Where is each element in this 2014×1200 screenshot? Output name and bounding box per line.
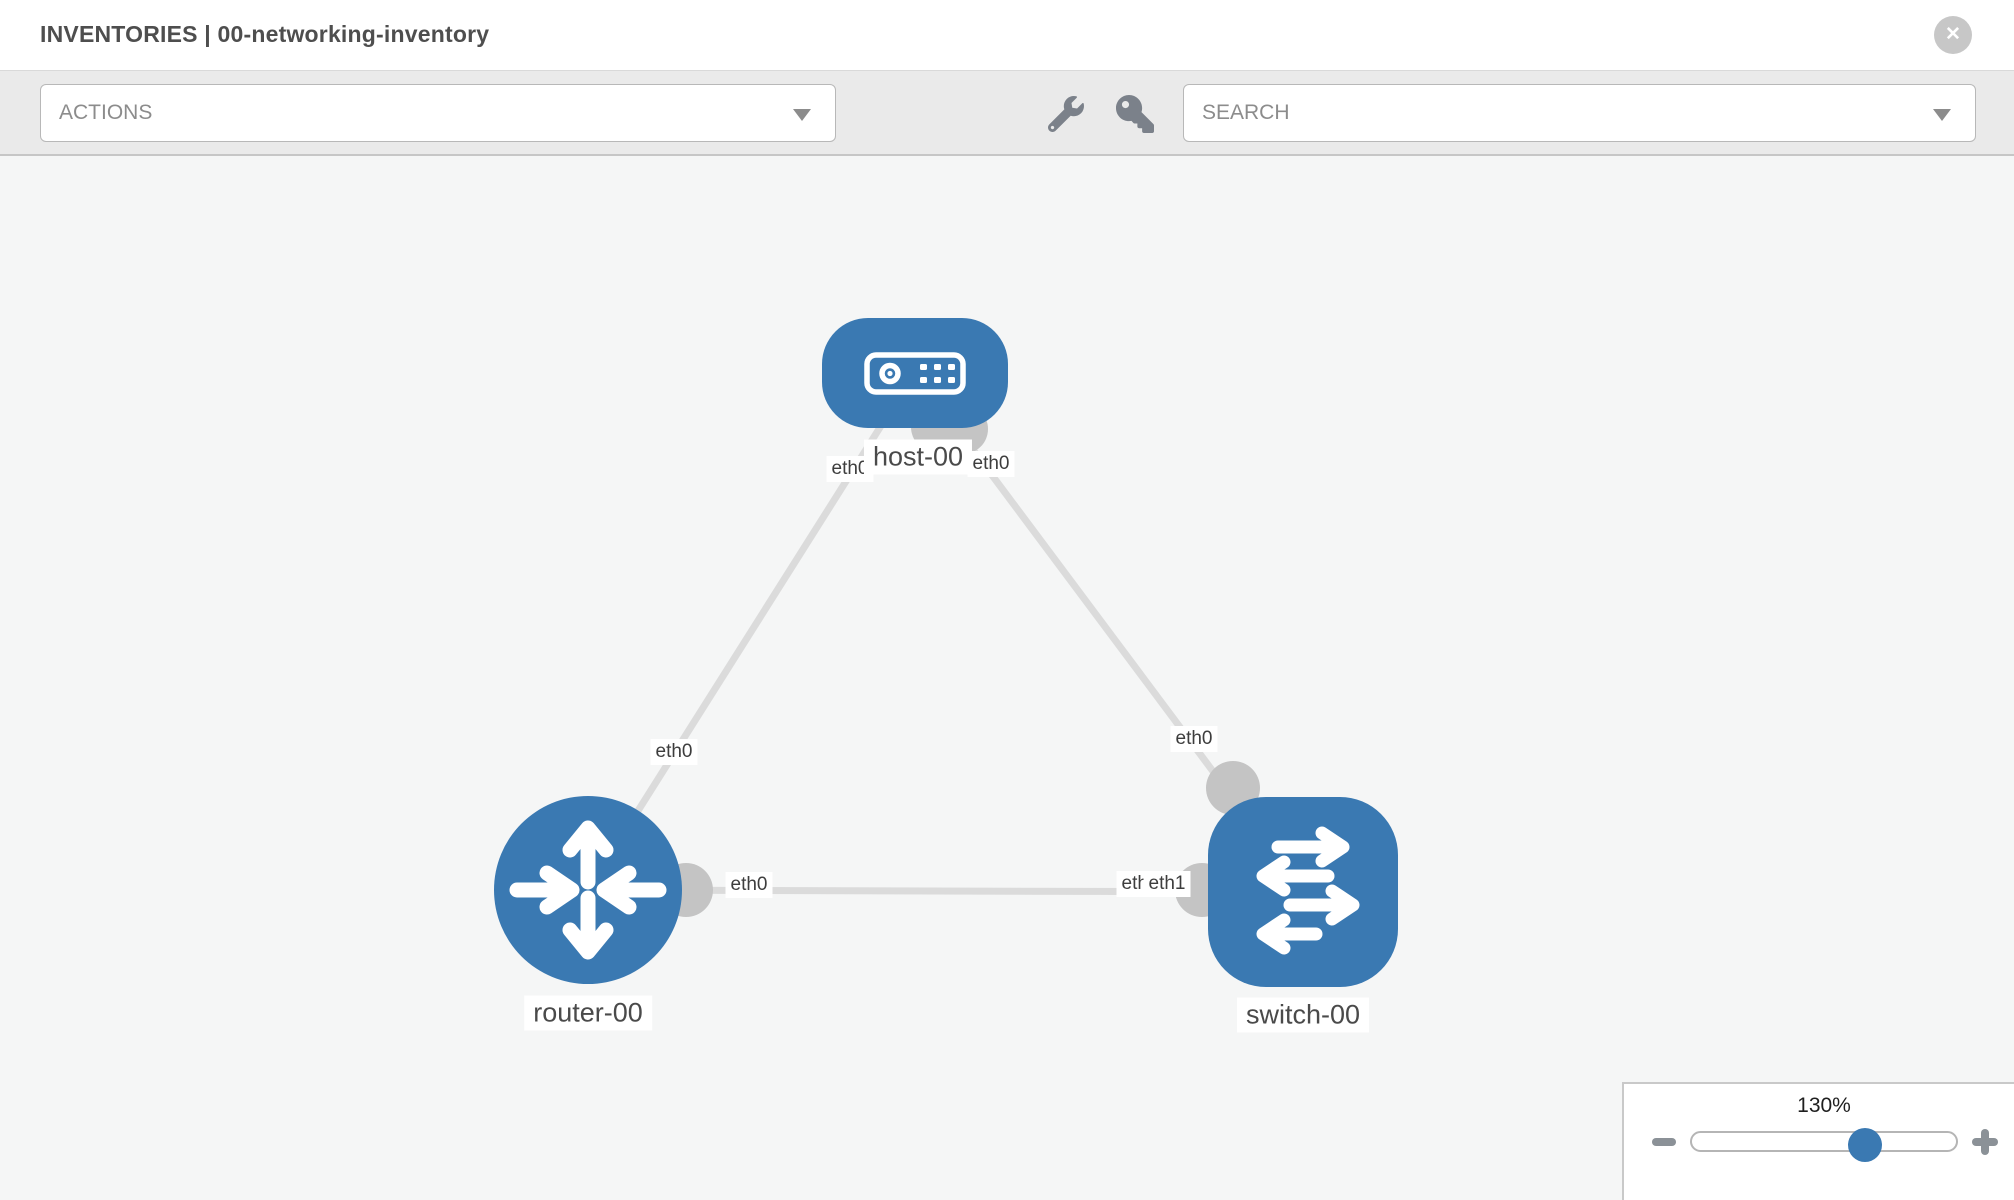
node-label-router-00: router-00 — [524, 995, 652, 1031]
zoom-percentage: 130% — [1797, 1094, 1851, 1117]
zoom-in-button[interactable] — [1972, 1129, 1998, 1155]
interface-label-router-eth0: eth0 — [725, 872, 773, 898]
interface-label-router-eth0-up: eth0 — [650, 739, 698, 765]
node-switch-00[interactable] — [1208, 797, 1398, 987]
node-host-00[interactable] — [822, 318, 1008, 428]
toolbar: ACTIONS SEARCH — [0, 70, 2014, 156]
wrench-icon[interactable] — [1048, 96, 1084, 132]
actions-dropdown-label: ACTIONS — [59, 101, 153, 124]
page-title: INVENTORIES | 00-networking-inventory — [40, 21, 490, 47]
chevron-down-icon — [1933, 109, 1951, 121]
router-arrows-icon — [509, 820, 667, 960]
zoom-slider-thumb[interactable] — [1848, 1128, 1882, 1162]
interface-endpoints — [659, 402, 1260, 917]
interface-label-switch-eth0: eth0 — [1170, 726, 1218, 752]
actions-dropdown[interactable]: ACTIONS — [40, 84, 836, 142]
topology-canvas[interactable]: eth0 eth0 eth0 eth0 eth0 eth0 eth1 host-… — [0, 156, 2014, 1200]
node-label-switch-00: switch-00 — [1236, 997, 1370, 1033]
header-bar: INVENTORIES | 00-networking-inventory ✕ — [0, 0, 2014, 70]
switch-arrows-icon — [1256, 826, 1360, 955]
interface-label-host-eth0-right: eth0 — [967, 451, 1015, 477]
node-router-00[interactable] — [494, 796, 682, 984]
close-icon[interactable]: ✕ — [1934, 16, 1972, 54]
zoom-panel: 130% — [1622, 1082, 2014, 1200]
interface-label-switch-eth1: eth1 — [1143, 871, 1191, 897]
search-dropdown-label: SEARCH — [1202, 101, 1290, 124]
chevron-down-icon — [793, 109, 811, 121]
search-dropdown[interactable]: SEARCH — [1183, 84, 1976, 142]
node-label-host-00: host-00 — [863, 439, 973, 475]
server-icon — [864, 352, 966, 395]
key-icon[interactable] — [1116, 95, 1154, 133]
zoom-out-button[interactable] — [1652, 1138, 1676, 1146]
zoom-slider-track[interactable] — [1690, 1131, 1958, 1152]
